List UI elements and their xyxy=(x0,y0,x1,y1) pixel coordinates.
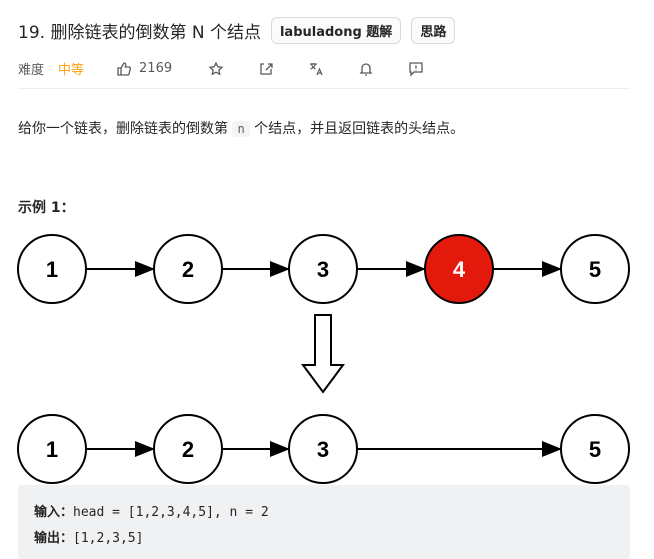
feedback-button[interactable] xyxy=(408,61,424,77)
down-arrow-icon xyxy=(301,314,345,394)
before-node xyxy=(560,234,630,304)
translate-icon xyxy=(310,62,323,75)
before-node xyxy=(153,234,223,304)
thumbs-up-icon xyxy=(117,61,132,76)
before-node xyxy=(17,234,87,304)
before-node xyxy=(288,234,358,304)
after-node-label: 5 xyxy=(589,437,601,462)
translate-button[interactable] xyxy=(308,61,324,77)
output-value: [1,2,3,5] xyxy=(73,531,144,546)
meta-row: 难度 中等 2169 xyxy=(18,59,424,78)
favorite-button[interactable] xyxy=(208,60,224,77)
share-button[interactable] xyxy=(258,61,274,77)
bell-icon xyxy=(359,62,373,76)
linked-list-diagram: 1 2 3 4 5 1 2 3 5 xyxy=(17,234,630,484)
example-code-block: 输入：head = [1,2,3,4,5], n = 2 输出：[1,2,3,5… xyxy=(18,485,630,559)
difficulty-label: 难度 xyxy=(18,63,45,78)
title-row: 19. 删除链表的倒数第 N 个结点 labuladong 题解 思路 xyxy=(18,17,456,44)
share-icon xyxy=(260,62,273,75)
after-node xyxy=(288,414,358,484)
example-title: 示例 1： xyxy=(18,200,75,216)
divider xyxy=(18,88,630,89)
labuladong-solution-tag[interactable]: labuladong 题解 xyxy=(270,17,402,44)
after-node xyxy=(560,414,630,484)
problem-description: 给你一个链表，删除链表的倒数第 n 个结点，并且返回链表的头结点。 xyxy=(18,118,464,138)
before-node-label: 4 xyxy=(453,257,466,282)
after-node-label: 1 xyxy=(46,437,58,462)
like-button[interactable]: 2169 xyxy=(116,61,172,77)
before-node xyxy=(424,234,494,304)
input-value: head = [1,2,3,4,5], n = 2 xyxy=(73,505,269,520)
after-node-label: 3 xyxy=(317,437,329,462)
output-label: 输出： xyxy=(34,531,74,546)
after-node xyxy=(17,414,87,484)
desc-text-1: 给你一个链表，删除链表的倒数第 xyxy=(18,121,233,137)
like-count: 2169 xyxy=(139,61,173,76)
inline-code-n: n xyxy=(232,121,250,137)
after-node-label: 2 xyxy=(182,437,194,462)
feedback-icon xyxy=(409,61,423,77)
idea-tag[interactable]: 思路 xyxy=(411,17,456,44)
star-icon xyxy=(208,60,224,75)
problem-title: 19. 删除链表的倒数第 N 个结点 xyxy=(18,23,261,43)
input-label: 输入： xyxy=(34,505,74,520)
notification-button[interactable] xyxy=(358,61,374,77)
before-node-label: 2 xyxy=(182,257,194,282)
difficulty-value: 中等 xyxy=(58,63,85,78)
before-node-label: 3 xyxy=(317,257,329,282)
desc-text-2: 个结点，并且返回链表的头结点。 xyxy=(249,121,465,137)
before-node-label: 5 xyxy=(589,257,601,282)
before-node-label: 1 xyxy=(46,257,58,282)
after-node xyxy=(153,414,223,484)
